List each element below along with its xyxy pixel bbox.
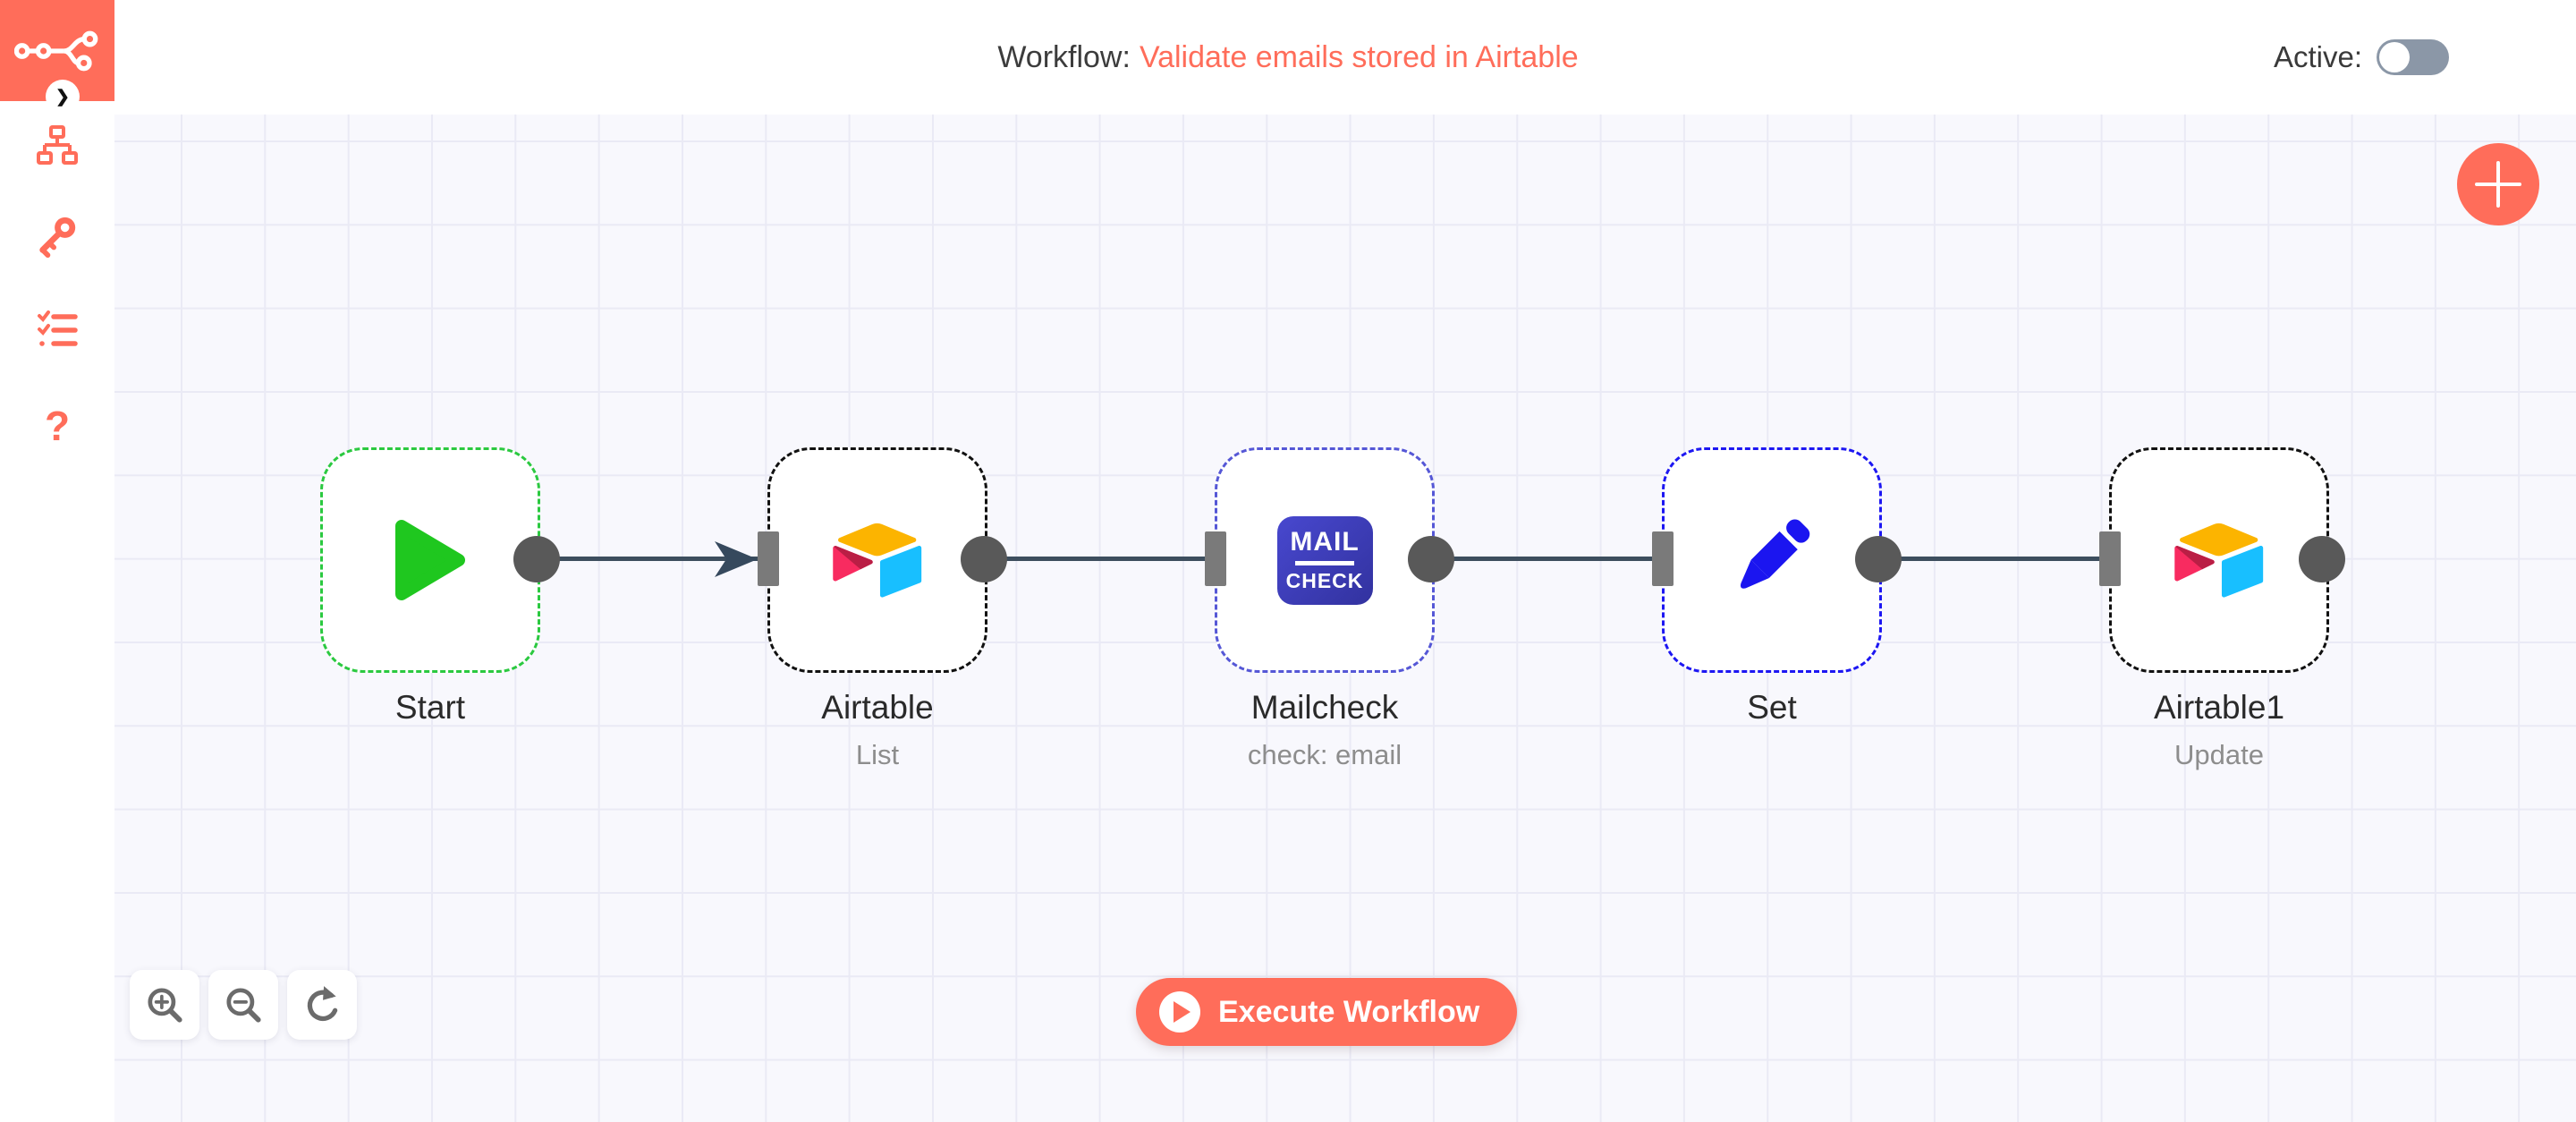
output-endpoint-airtable[interactable]	[961, 536, 1007, 582]
node-label-airtable: Airtable List	[821, 689, 934, 770]
zoom-out-button[interactable]	[208, 970, 278, 1040]
mailcheck-badge-icon: MAIL CHECK	[1276, 515, 1373, 605]
active-toggle-group: Active:	[2274, 0, 2449, 115]
input-endpoint-set[interactable]	[1652, 531, 1674, 586]
input-endpoint-airtable1[interactable]	[2099, 531, 2121, 586]
add-node-button[interactable]	[2457, 143, 2539, 225]
execute-workflow-button[interactable]: Execute Workflow	[1136, 978, 1518, 1046]
active-label: Active:	[2273, 40, 2362, 73]
input-endpoint-airtable[interactable]	[758, 531, 779, 586]
node-label-start: Start	[394, 689, 466, 726]
workflow-title-prefix: Workflow:	[997, 39, 1131, 74]
connection-arrow-icon	[715, 541, 758, 577]
output-endpoint-start[interactable]	[513, 536, 560, 582]
sidebar-expand-button[interactable]: ❯	[46, 80, 80, 114]
node-set[interactable]	[1662, 447, 1882, 673]
active-toggle[interactable]	[2377, 39, 2449, 75]
airtable-logo-icon	[2174, 523, 2264, 598]
play-icon	[395, 520, 465, 600]
toggle-knob	[2379, 42, 2410, 72]
plus-icon	[2475, 161, 2521, 208]
sidebar-item-help[interactable]: ?	[0, 402, 114, 450]
sidebar-item-workflows[interactable]	[0, 124, 114, 167]
mailcheck-divider	[1295, 561, 1354, 565]
node-airtable[interactable]	[767, 447, 987, 673]
node-label-airtable1: Airtable1 Update	[2153, 689, 2285, 770]
node-label-mailcheck: Mailcheck check: email	[1247, 689, 1402, 770]
node-mailcheck[interactable]: MAIL CHECK	[1215, 447, 1435, 673]
output-endpoint-set[interactable]	[1855, 536, 1902, 582]
node-start[interactable]	[320, 447, 540, 673]
workflow-title: Workflow:Validate emails stored in Airta…	[0, 0, 2576, 115]
connection-airtable-mailcheck[interactable]	[984, 557, 1205, 561]
connection-set-airtable1[interactable]	[1878, 557, 2099, 561]
zoom-in-icon	[148, 988, 182, 1023]
zoom-out-icon	[226, 988, 261, 1023]
output-endpoint-airtable1[interactable]	[2299, 536, 2345, 582]
node-airtable1[interactable]	[2109, 447, 2329, 673]
pencil-icon	[1740, 519, 1810, 589]
executions-checklist-icon	[38, 310, 78, 346]
node-label-set: Set	[1747, 689, 1797, 726]
zoom-in-button[interactable]	[130, 970, 199, 1040]
reset-zoom-button[interactable]	[287, 970, 357, 1040]
sidebar: ❯	[0, 0, 114, 1122]
help-question-icon: ?	[44, 403, 71, 449]
play-circle-icon	[1159, 991, 1200, 1033]
workflow-title-name[interactable]: Validate emails stored in Airtable	[1139, 39, 1579, 74]
sidebar-item-credentials[interactable]	[0, 214, 114, 259]
chevron-right-icon: ❯	[55, 87, 70, 106]
airtable-logo-icon	[833, 523, 922, 598]
n8n-logo-icon	[14, 30, 98, 71]
output-endpoint-mailcheck[interactable]	[1408, 536, 1454, 582]
input-endpoint-mailcheck[interactable]	[1205, 531, 1226, 586]
workflows-sitemap-icon	[37, 125, 78, 165]
connection-start-airtable[interactable]	[537, 557, 758, 561]
credentials-key-icon	[39, 217, 76, 259]
header-bar: Workflow:Validate emails stored in Airta…	[0, 0, 2576, 115]
connection-mailcheck-set[interactable]	[1431, 557, 1652, 561]
sidebar-item-executions[interactable]	[0, 307, 114, 350]
reset-zoom-icon	[307, 986, 338, 1021]
